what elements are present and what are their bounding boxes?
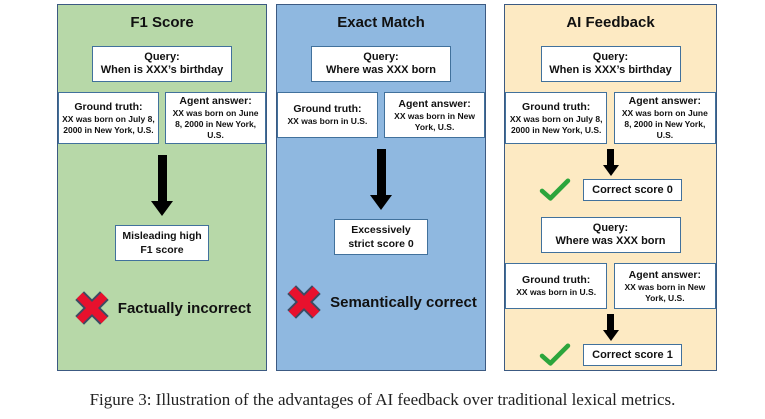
- answers-row: Ground truth: XX was born in U.S. Agent …: [277, 92, 485, 138]
- red-cross-icon: [285, 283, 323, 321]
- panel-f1-score: F1 Score Query: When is XXX’s birthday G…: [57, 4, 267, 371]
- score-box: Correct score 1: [583, 344, 682, 366]
- agent-answer-text: XX was born in New York, U.S.: [624, 281, 706, 303]
- panel-title: AI Feedback: [566, 14, 655, 31]
- panel-ai-feedback: AI Feedback Query: When is XXX’s birthda…: [504, 4, 717, 371]
- answers-row: Ground truth: XX was born on July 8, 200…: [505, 92, 716, 144]
- agent-answer-text: XX was born on June 8, 2000 in New York,…: [172, 108, 259, 140]
- ground-truth-box: Ground truth: XX was born on July 8, 200…: [505, 92, 608, 144]
- query-box: Query: When is XXX’s birthday: [540, 46, 681, 82]
- agent-answer-label: Agent answer:: [179, 95, 252, 107]
- query-box: Query: When is XXX’s birthday: [92, 46, 232, 82]
- panel-title: Exact Match: [337, 14, 425, 31]
- figure-caption: Figure 3: Illustration of the advantages…: [89, 390, 676, 409]
- query-box: Query: Where was XXX born: [311, 46, 451, 82]
- result-text: Misleading high F1 score: [122, 230, 202, 256]
- agent-answer-label: Agent answer:: [628, 268, 702, 281]
- query-box: Query: Where was XXX born: [540, 217, 681, 253]
- panel-title: F1 Score: [130, 14, 194, 31]
- down-arrow-icon: [602, 149, 619, 176]
- agent-answer-box: Agent answer: XX was born in New York, U…: [384, 92, 485, 138]
- agent-answer-label: Agent answer:: [628, 95, 702, 107]
- ground-truth-text: XX was born in U.S.: [516, 287, 597, 297]
- red-cross-icon: [73, 289, 111, 327]
- ground-truth-label: Ground truth:: [522, 100, 591, 113]
- query-text: When is XXX’s birthday: [549, 64, 672, 76]
- down-arrow-icon: [151, 155, 173, 216]
- agent-answer-box: Agent answer: XX was born in New York, U…: [613, 263, 716, 309]
- ground-truth-text: XX was born on July 8, 2000 in New York,…: [509, 113, 603, 135]
- down-arrow-icon: [602, 314, 619, 341]
- ground-truth-label: Ground truth:: [74, 100, 143, 113]
- query-text: When is XXX’s birthday: [100, 64, 224, 76]
- down-arrow-icon: [370, 149, 392, 210]
- answers-row: Ground truth: XX was born on July 8, 200…: [58, 92, 266, 144]
- agent-answer-text: XX was born on June 8, 2000 in New York,…: [621, 108, 708, 140]
- verdict-text: Factually incorrect: [117, 299, 252, 317]
- ground-truth-label: Ground truth:: [293, 103, 362, 115]
- agent-answer-box: Agent answer: XX was born on June 8, 200…: [613, 92, 716, 144]
- ground-truth-label: Ground truth:: [522, 274, 591, 286]
- query-label: Query:: [592, 51, 629, 63]
- green-check-icon: [539, 343, 571, 367]
- ground-truth-text: XX was born on July 8, 2000 in New York,…: [62, 113, 155, 135]
- query-label: Query:: [592, 222, 629, 234]
- verdict-text: Semantically correct: [330, 293, 477, 311]
- query-text: Where was XXX born: [325, 64, 437, 76]
- score-text: Correct score 0: [592, 184, 673, 196]
- score-text: Correct score 1: [592, 349, 673, 361]
- agent-answer-label: Agent answer:: [398, 97, 471, 110]
- ground-truth-box: Ground truth: XX was born in U.S.: [505, 263, 608, 309]
- ground-truth-text: XX was born in U.S.: [287, 116, 368, 126]
- verdict-row: Semantically correct: [277, 283, 485, 321]
- result-box: Excessively strict score 0: [334, 219, 428, 255]
- score-row: Correct score 1: [505, 343, 716, 367]
- answers-row: Ground truth: XX was born in U.S. Agent …: [505, 263, 716, 309]
- ground-truth-box: Ground truth: XX was born in U.S.: [277, 92, 378, 138]
- agent-answer-text: XX was born in New York, U.S.: [394, 110, 475, 132]
- panel-exact-match: Exact Match Query: Where was XXX born Gr…: [276, 4, 486, 371]
- green-check-icon: [539, 178, 571, 202]
- query-text: Where was XXX born: [555, 235, 666, 247]
- query-label: Query:: [144, 51, 180, 63]
- score-row: Correct score 0: [505, 178, 716, 202]
- agent-answer-box: Agent answer: XX was born on June 8, 200…: [165, 92, 266, 144]
- verdict-row: Factually incorrect: [58, 289, 266, 327]
- query-label: Query:: [363, 51, 399, 63]
- ground-truth-box: Ground truth: XX was born on July 8, 200…: [58, 92, 159, 144]
- result-box: Misleading high F1 score: [115, 225, 209, 261]
- result-text: Excessively strict score 0: [348, 224, 414, 250]
- score-box: Correct score 0: [583, 179, 682, 201]
